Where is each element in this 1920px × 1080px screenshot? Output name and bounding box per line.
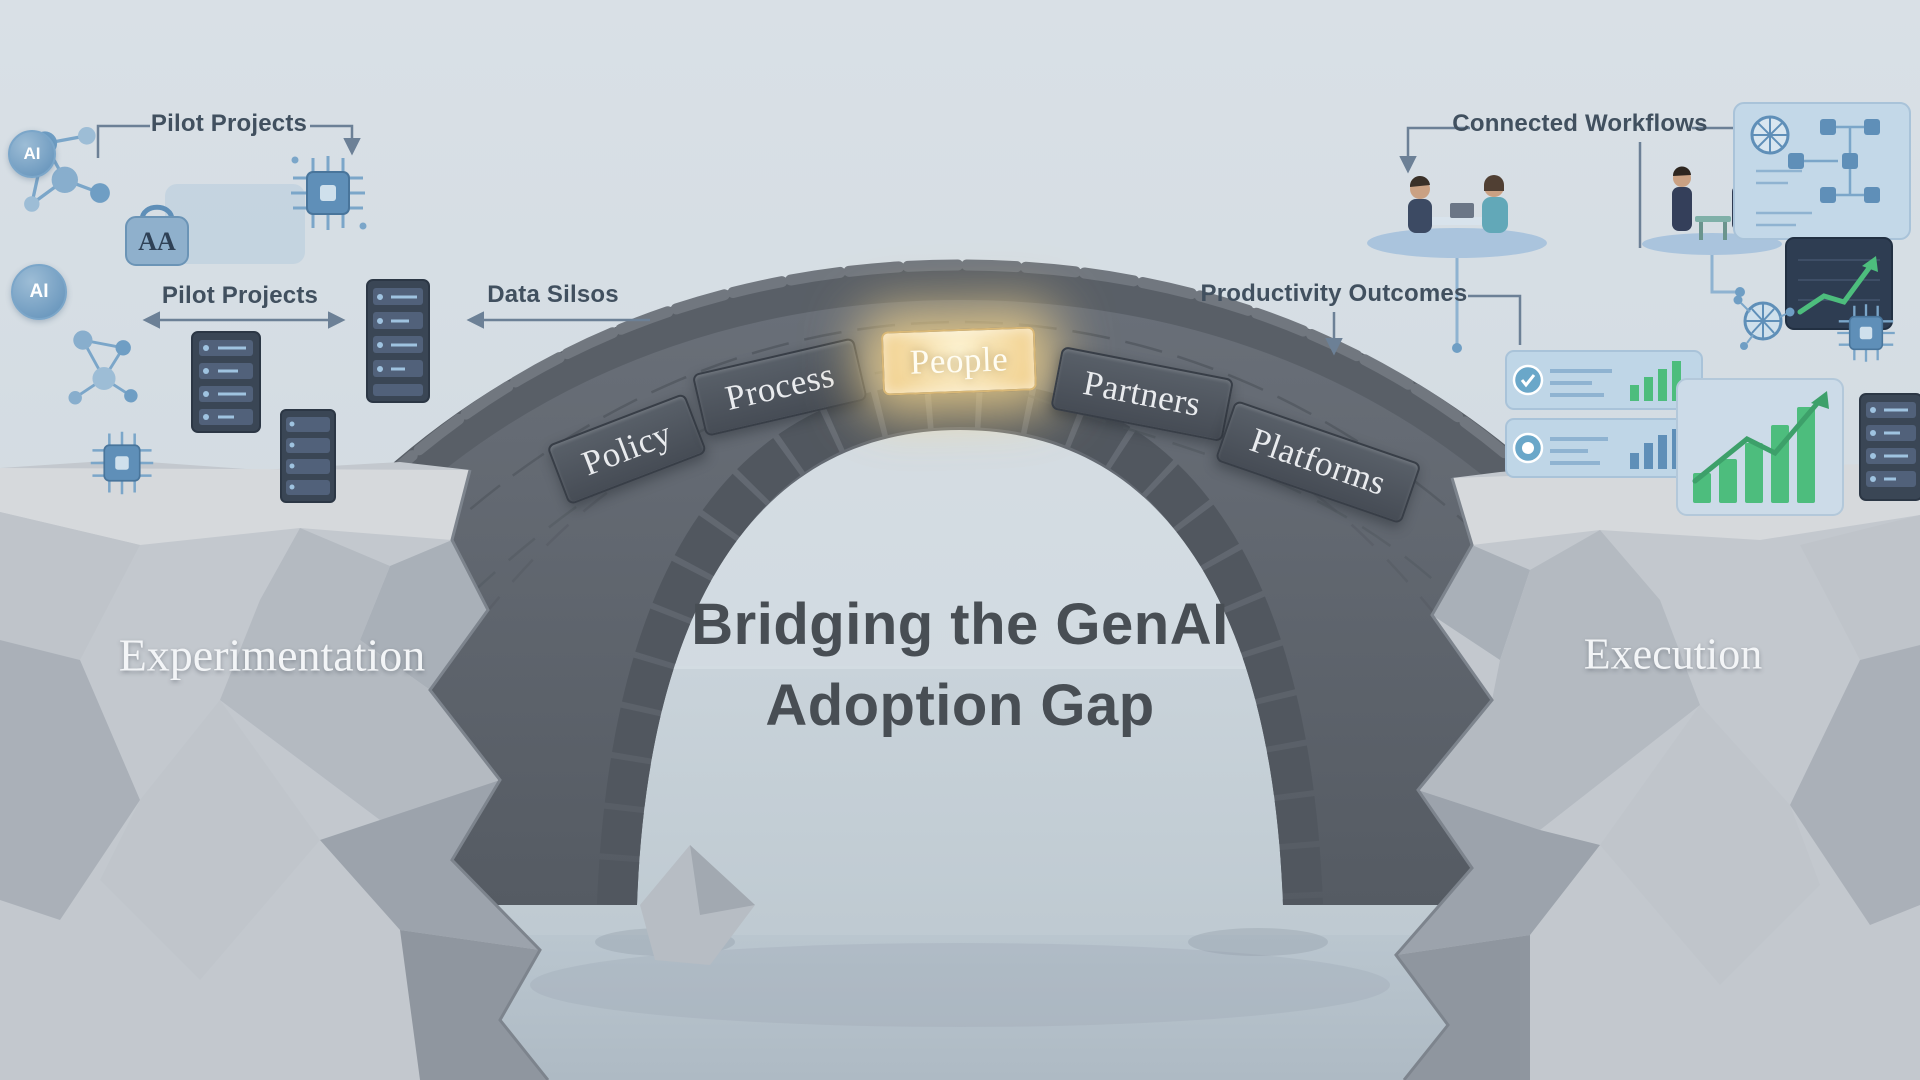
- left-cliff-label: Experimentation: [118, 629, 426, 681]
- right-cliff-label: Execution: [1583, 629, 1763, 679]
- people-collaboration-icon: [1362, 161, 1552, 261]
- ai-badge-icon: AI: [8, 130, 56, 178]
- bridge-stone-people: People: [880, 326, 1038, 396]
- chip-icon: [1831, 298, 1901, 368]
- annotation-connected-workflows: Connected Workflows: [1452, 110, 1708, 137]
- right-cliff: [1394, 460, 1920, 1080]
- workflow-diagram-panel-icon: [1732, 101, 1912, 241]
- ai-badge-label: AI: [23, 144, 41, 163]
- globe-network-icon: [1728, 286, 1798, 356]
- annotation-data-silos: Data Silsos: [487, 281, 619, 308]
- server-rack-icon: [1858, 392, 1920, 502]
- left-cliff: [0, 460, 550, 1080]
- annotation-pilot-projects-mid: Pilot Projects: [161, 282, 319, 309]
- metrics-dashboard-icon: [1504, 349, 1704, 479]
- annotation-pilot-projects-top: Pilot Projects: [150, 110, 308, 137]
- title-line-1: Bridging the GenAI: [691, 592, 1229, 657]
- ai-network-nodes-icon: [56, 319, 152, 415]
- annotation-connectors: [96, 124, 1748, 356]
- chip-icon: [84, 425, 160, 501]
- model-bag-icon: AA: [112, 195, 202, 275]
- ai-badge-label: AI: [29, 281, 49, 302]
- page-title: Bridging the GenAI Adoption Gap: [460, 584, 1460, 746]
- server-rack-icon: [190, 330, 262, 434]
- chip-icon: [283, 148, 373, 238]
- server-rack-icon: [365, 278, 431, 404]
- growth-bar-chart-icon: [1675, 377, 1845, 517]
- ai-badge-icon: AI: [11, 264, 67, 320]
- title-line-2: Adoption Gap: [765, 673, 1155, 738]
- annotation-productivity-outcomes: Productivity Outcomes: [1200, 280, 1468, 307]
- server-rack-icon: [279, 408, 337, 504]
- bag-letters: AA: [138, 227, 176, 256]
- rock: [640, 845, 755, 965]
